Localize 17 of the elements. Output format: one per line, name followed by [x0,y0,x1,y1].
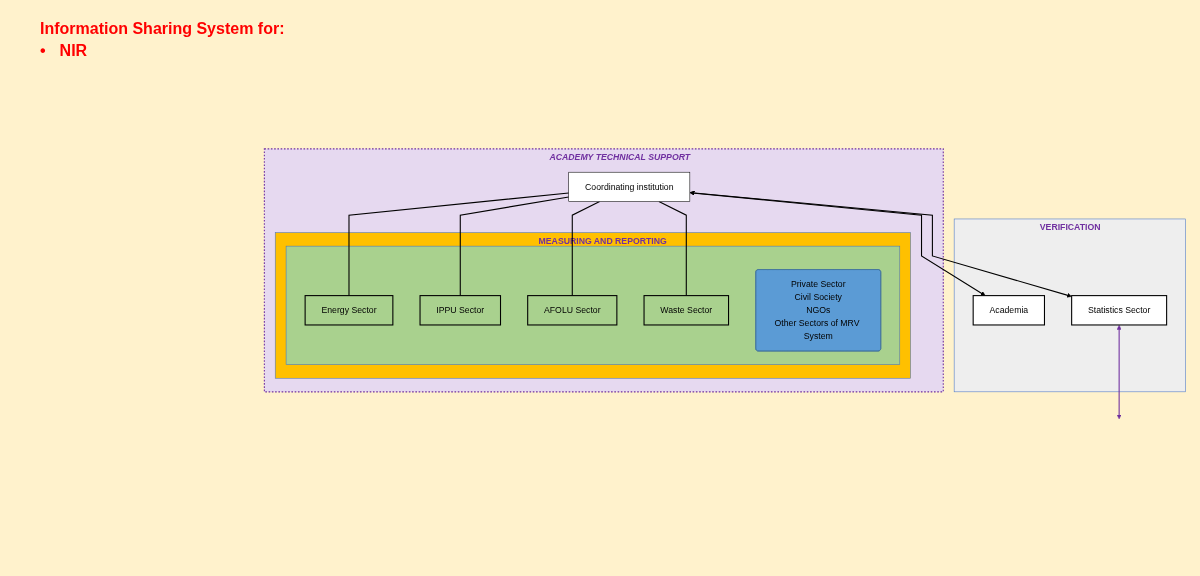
connector [348,192,570,297]
bullet-item: NIR [59,42,88,60]
node-box: Academia [972,295,1045,326]
node-box: Coordinating institution [568,171,691,202]
connector [459,196,570,297]
node-box: Statistics Sector [1071,295,1168,326]
connector [571,201,601,297]
arrow [1116,324,1122,420]
cluster [285,245,901,365]
node-box: Waste Sector [643,295,730,326]
node-box: AFOLU Sector [527,295,618,326]
node-box: Energy Sector [304,295,394,326]
arrow [689,190,1072,298]
bullet-item: • [40,42,46,60]
node-box: IPPU Sector [419,295,502,326]
diagram-title: Information Sharing System for: [40,20,285,38]
connector [658,201,687,297]
